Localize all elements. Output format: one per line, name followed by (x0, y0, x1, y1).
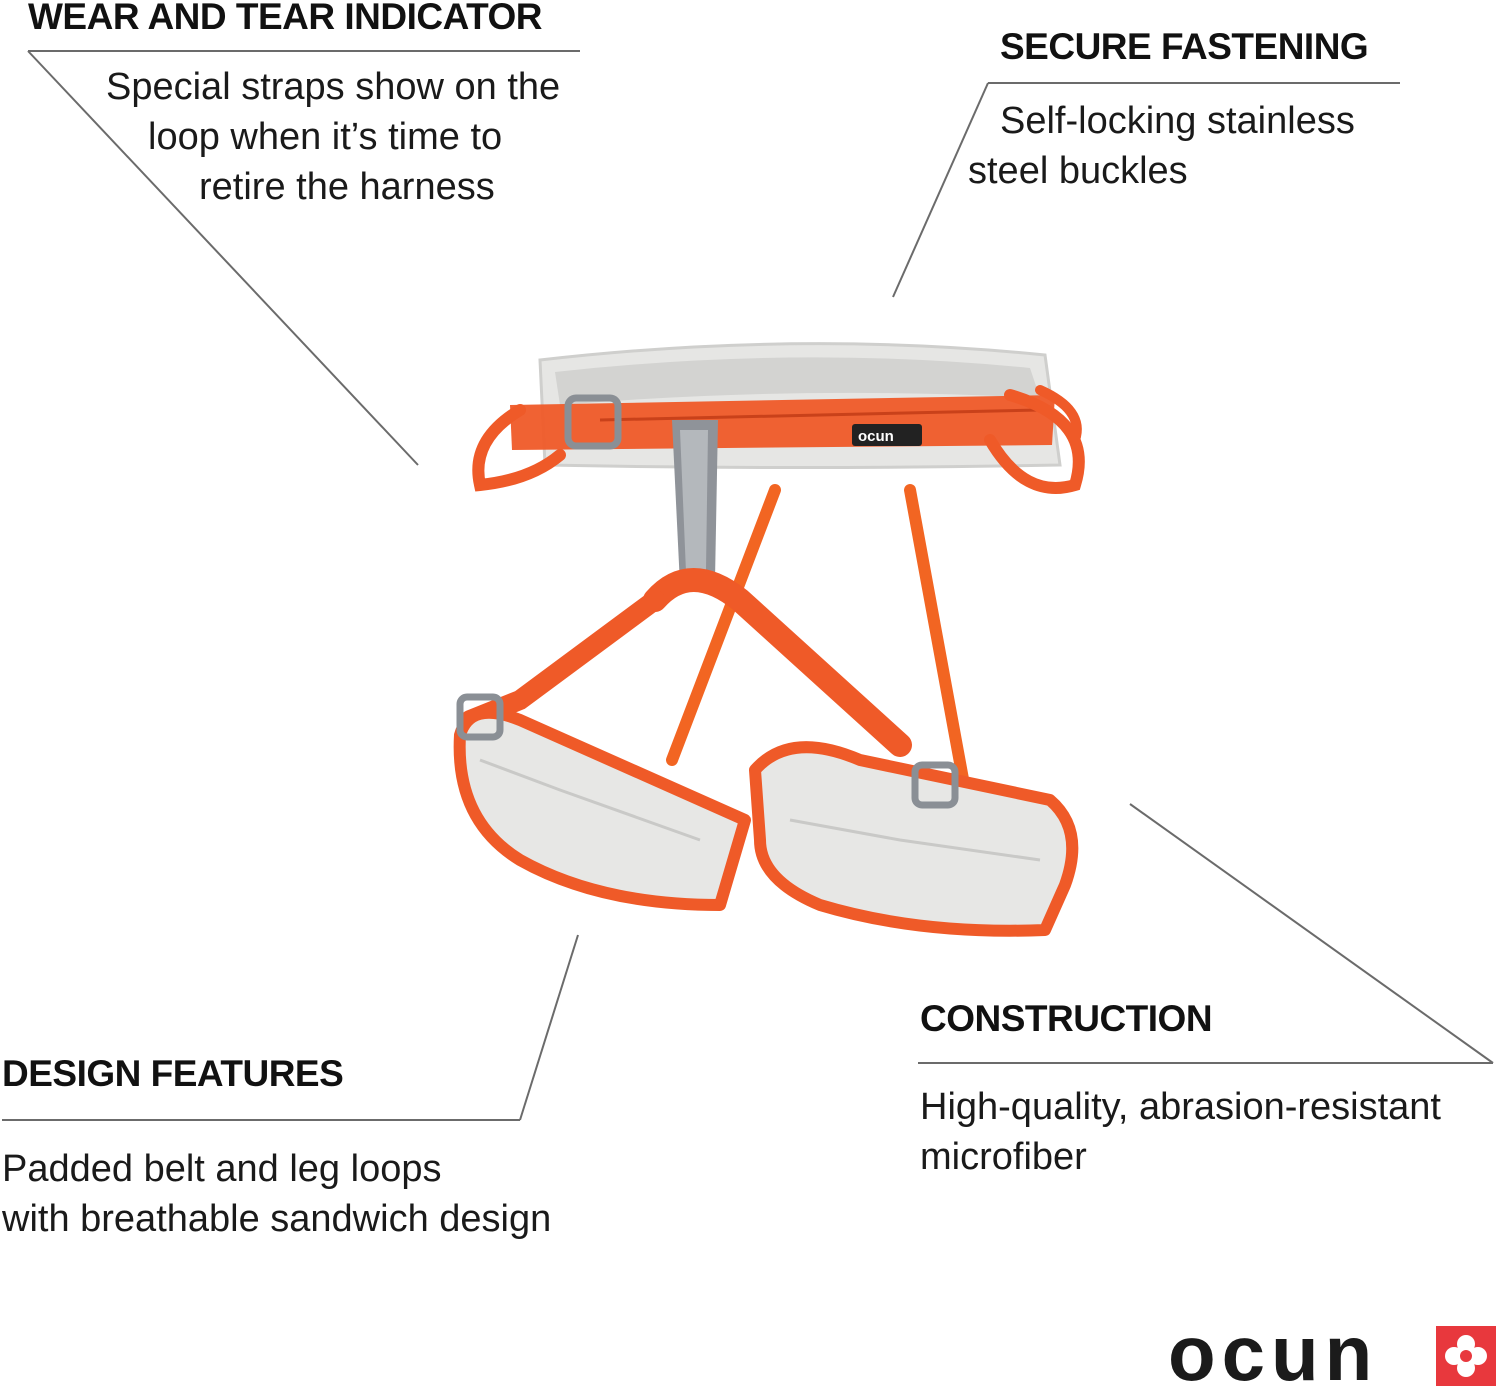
secure-fastening-line-2: steel buckles (968, 150, 1188, 192)
wear-and-tear-title: WEAR AND TEAR INDICATOR (28, 0, 543, 37)
secure-fastening-description: Self-locking stainless steel buckles (968, 96, 1355, 196)
construction-line-1: High-quality, abrasion-resistant (920, 1086, 1441, 1128)
brand-wordmark: ocun (1168, 1322, 1378, 1386)
svg-text:ocun: ocun (858, 428, 894, 445)
design-features-line-2: with breathable sandwich design (2, 1198, 552, 1240)
construction-title: CONSTRUCTION (920, 998, 1213, 1039)
wear-and-tear-line-1: Special straps show on the (106, 66, 561, 108)
secure-fastening-title: SECURE FASTENING (1000, 26, 1369, 67)
construction-description: High-quality, abrasion-resistant microfi… (920, 1082, 1441, 1182)
wear-leader (27, 50, 419, 466)
construction-line-2: microfiber (920, 1136, 1087, 1178)
brand-logo: ocun (1168, 1322, 1496, 1386)
fastening-leader (892, 82, 989, 298)
design-features-line-1: Padded belt and leg loops (2, 1148, 442, 1190)
ocun-flower-mark-icon (1436, 1326, 1496, 1386)
wear-and-tear-description: Special straps show on the loop when it’… (106, 62, 560, 212)
wear-and-tear-line-2: loop when it’s time to (148, 116, 503, 158)
secure-fastening-line-1: Self-locking stainless (1000, 100, 1355, 142)
wear-and-tear-line-3: retire the harness (199, 166, 495, 208)
design-leader (519, 934, 579, 1121)
design-features-title: DESIGN FEATURES (2, 1053, 344, 1094)
construction-leader (1129, 803, 1494, 1064)
design-features-description: Padded belt and leg loops with breathabl… (2, 1144, 551, 1244)
